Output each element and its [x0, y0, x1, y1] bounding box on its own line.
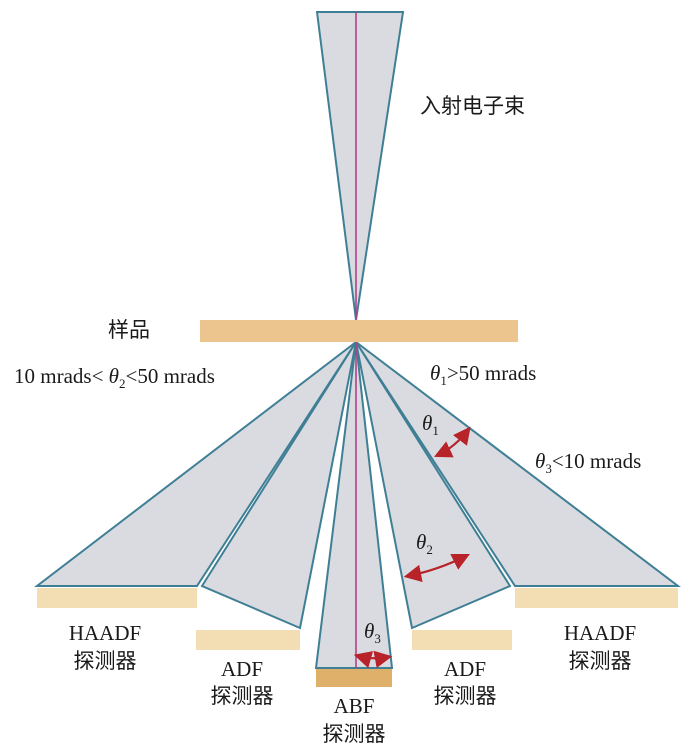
haadf-left-name: HAADF — [69, 621, 141, 645]
adf-left-detector — [196, 630, 300, 650]
sample-slab — [200, 320, 518, 342]
theta1-label: θ1 — [422, 411, 439, 438]
theta2-arc-arrow — [403, 554, 470, 583]
incident-beam-label: 入射电子束 — [420, 94, 525, 118]
adf-right-type: 探测器 — [434, 684, 497, 708]
adf-left-cone — [200, 341, 357, 630]
haadf-right-name: HAADF — [564, 621, 636, 645]
abf-name: ABF — [334, 694, 375, 718]
theta1-arc-arrow — [434, 426, 471, 458]
haadf-right-type: 探测器 — [569, 649, 632, 673]
adf-left-type: 探测器 — [211, 684, 274, 708]
theta2-label: θ2 — [416, 530, 433, 557]
theta3-arc-arrow — [353, 650, 393, 669]
adf-right-detector — [412, 630, 512, 650]
theta3-label: θ3 — [364, 619, 381, 646]
adf-range-label: 10 mrads< θ2<50 mrads — [14, 364, 215, 391]
haadf-left-type: 探测器 — [74, 649, 137, 673]
adf-right-cone — [355, 341, 512, 630]
abf-detector — [316, 669, 392, 687]
scattered-cones — [34, 341, 681, 669]
haadf-left-detector — [37, 588, 197, 608]
abf-type: 探测器 — [323, 722, 386, 746]
sample-label: 样品 — [108, 318, 150, 342]
abf-range-label: θ3<10 mrads — [535, 449, 641, 476]
haadf-range-label: θ1>50 mrads — [430, 361, 536, 388]
haadf-left-cone — [34, 341, 357, 587]
adf-left-name: ADF — [221, 657, 263, 681]
haadf-right-cone — [355, 341, 681, 587]
incident-beam-cone — [315, 11, 405, 321]
adf-right-name: ADF — [444, 657, 486, 681]
haadf-right-detector — [515, 588, 678, 608]
